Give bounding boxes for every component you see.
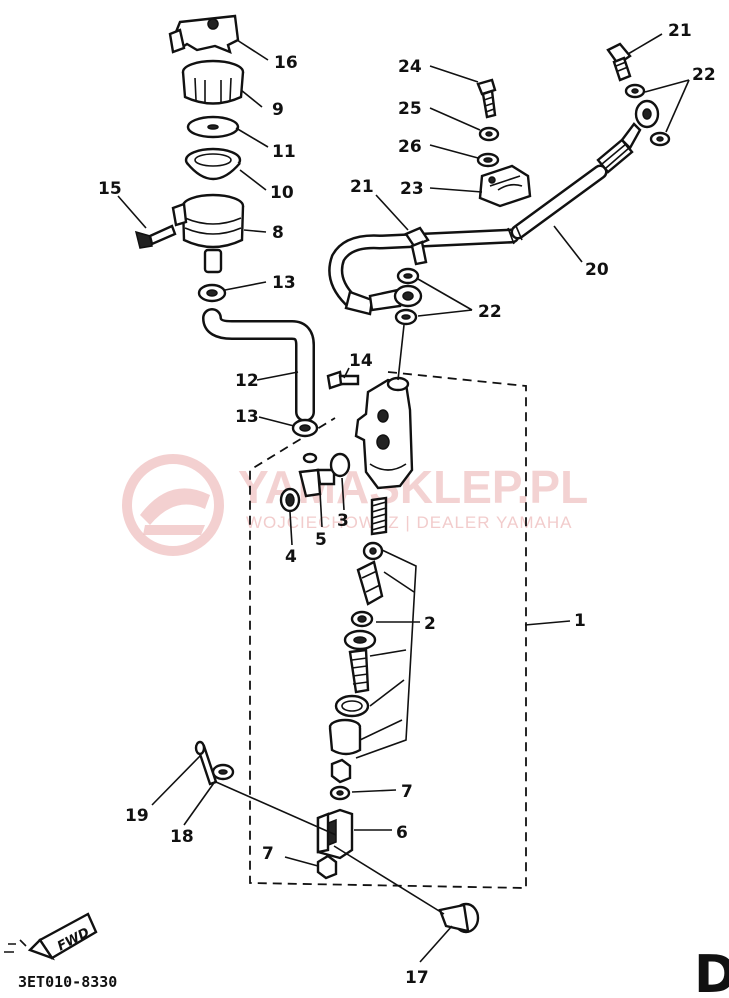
watermark: YAMASKLEP.PL WOJCIECHOWSZ | DEALER YAMAH…: [122, 454, 588, 556]
diaphragm-plate: [186, 115, 240, 139]
piston: [356, 560, 384, 606]
callout-13-upper: 13: [272, 273, 296, 293]
callout-12: 12: [235, 371, 259, 391]
copper-washer-lower: [396, 267, 420, 285]
callout-13-lower: 13: [235, 407, 259, 427]
callout-1: 1: [574, 611, 586, 631]
locknut-upper: [330, 758, 352, 784]
plain-washer: [211, 763, 235, 781]
callout-25: 25: [398, 99, 422, 119]
callout-7-lower: 7: [262, 844, 274, 864]
mounting-bolt: [326, 370, 360, 390]
callout-16: 16: [274, 53, 298, 73]
callout-21-upper: 21: [668, 21, 692, 41]
fwd-arrow-icon: FWD: [4, 912, 98, 961]
callout-21-lower: 21: [350, 177, 374, 197]
callout-8: 8: [272, 223, 284, 243]
callout-23: 23: [400, 179, 424, 199]
diaphragm: [184, 147, 242, 181]
banjo-bolt-lower: [404, 226, 430, 266]
callout-4: 4: [285, 547, 297, 567]
return-spring: [370, 496, 388, 536]
callout-2: 2: [424, 614, 436, 634]
callout-10: 10: [270, 183, 294, 203]
callout-11: 11: [272, 142, 296, 162]
cup-primary: [362, 541, 384, 561]
reservoir-cap: [181, 59, 245, 105]
callout-14: 14: [349, 351, 373, 371]
callout-26: 26: [398, 137, 422, 157]
hose-guide-bolt: [476, 78, 497, 119]
hose-guide: [478, 164, 532, 208]
callout-5: 5: [315, 530, 327, 550]
cotter-pin: [194, 740, 218, 786]
clevis-pin: [438, 902, 480, 934]
locknut-lower: [316, 854, 338, 880]
hose-clamp-upper: [197, 283, 227, 303]
diagram-code: 3ET010-8330: [18, 973, 117, 991]
push-rod-boot-washer: [343, 629, 377, 651]
callout-6: 6: [396, 823, 408, 843]
callout-17: 17: [405, 968, 429, 988]
copper-washer-upper: [624, 83, 646, 99]
reservoir-body: [171, 193, 245, 274]
section-letter: D: [694, 945, 729, 998]
callout-3: 3: [337, 511, 349, 531]
banjo-bolt-upper: [606, 42, 632, 82]
callout-22-upper: 22: [692, 65, 716, 85]
snap-ring: [334, 694, 370, 718]
copper-washer-lower-2: [394, 308, 418, 326]
callout-24: 24: [398, 57, 422, 77]
callout-20: 20: [585, 260, 609, 280]
hose-clamp-lower: [291, 418, 319, 438]
watermark-logo-icon: [122, 454, 224, 556]
circlip: [279, 487, 301, 513]
adjusting-nut: [329, 785, 351, 801]
callout-18: 18: [170, 827, 194, 847]
o-ring: [329, 452, 351, 478]
watermark-tagline: WOJCIECHOWSZ | DEALER YAMAHA: [246, 513, 573, 532]
callout-15: 15: [98, 179, 122, 199]
push-rod: [348, 648, 370, 694]
copper-washer-upper-2: [649, 131, 671, 147]
callout-22-lower: 22: [478, 302, 502, 322]
dust-boot: [328, 718, 362, 756]
hose-guide-collar: [476, 152, 500, 168]
brake-hose: [328, 99, 660, 316]
callout-7-upper: 7: [401, 782, 413, 802]
master-cylinder-body: [354, 376, 414, 490]
hose-guide-washer: [478, 126, 500, 142]
cup-secondary: [350, 610, 374, 628]
callout-9: 9: [272, 100, 284, 120]
reservoir-cap-bracket: [168, 14, 240, 55]
leader-lines: [117, 33, 690, 963]
reservoir-screw: [134, 224, 177, 249]
callout-19: 19: [125, 806, 149, 826]
